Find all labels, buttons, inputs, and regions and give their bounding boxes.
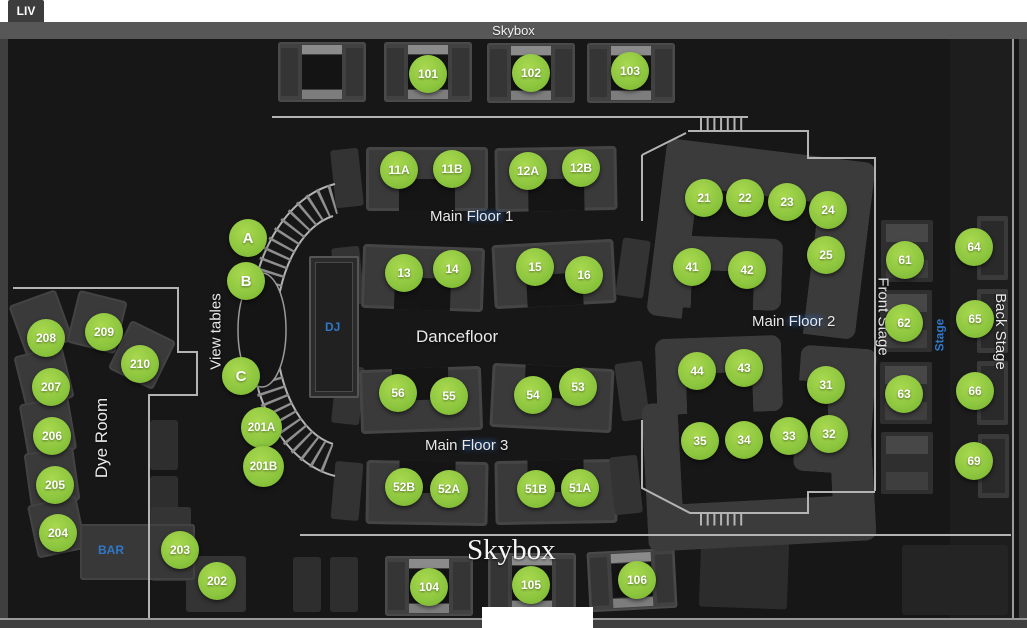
label-main-floor-3: Main Floor 3 <box>425 437 509 454</box>
label-view-tables: View tables <box>207 293 225 370</box>
table-32[interactable]: 32 <box>810 415 848 453</box>
table-55[interactable]: 55 <box>430 377 468 415</box>
table-202[interactable]: 202 <box>198 562 236 600</box>
table-69[interactable]: 69 <box>955 442 993 480</box>
table-53[interactable]: 53 <box>559 368 597 406</box>
booth-bottom-left-a <box>293 557 321 612</box>
skybox-header-bar: Skybox <box>0 22 1027 39</box>
table-31[interactable]: 31 <box>807 366 845 404</box>
table-105[interactable]: 105 <box>512 566 550 604</box>
table-64[interactable]: 64 <box>955 228 993 266</box>
table-25[interactable]: 25 <box>807 236 845 274</box>
label-skybox-bottom: Skybox <box>467 534 556 566</box>
booth-skybox-empty <box>278 42 366 102</box>
stage-table <box>881 432 933 494</box>
table-51B[interactable]: 51B <box>517 470 555 508</box>
label-stage: Stage <box>932 318 947 352</box>
table-34[interactable]: 34 <box>725 421 763 459</box>
table-41[interactable]: 41 <box>673 248 711 286</box>
label-main-floor-2: Main Floor 2 <box>752 313 836 330</box>
label-dj: DJ <box>325 320 341 334</box>
table-101[interactable]: 101 <box>409 55 447 93</box>
table-66[interactable]: 66 <box>956 372 994 410</box>
table-11B[interactable]: 11B <box>433 150 471 188</box>
table-62[interactable]: 62 <box>885 304 923 342</box>
label-dancefloor: Dancefloor <box>416 327 499 346</box>
table-103[interactable]: 103 <box>611 52 649 90</box>
table-24[interactable]: 24 <box>809 191 847 229</box>
table-12A[interactable]: 12A <box>509 152 547 190</box>
table-15[interactable]: 15 <box>516 248 554 286</box>
table-201A[interactable]: 201A <box>241 407 282 448</box>
booth-102 <box>487 43 575 103</box>
table-205[interactable]: 205 <box>36 466 74 504</box>
table-11A[interactable]: 11A <box>380 151 418 189</box>
browser-tab-bar: LIV <box>0 0 1027 22</box>
table-33[interactable]: 33 <box>770 417 808 455</box>
table-104[interactable]: 104 <box>410 568 448 606</box>
table-201B[interactable]: 201B <box>243 446 284 487</box>
table-23[interactable]: 23 <box>768 183 806 221</box>
table-210[interactable]: 210 <box>121 345 159 383</box>
table-65[interactable]: 65 <box>956 300 994 338</box>
table-22[interactable]: 22 <box>726 179 764 217</box>
table-B[interactable]: B <box>227 262 265 300</box>
label-bar: BAR <box>98 543 124 557</box>
label-dye-room: Dye Room <box>92 397 112 479</box>
table-16[interactable]: 16 <box>565 256 603 294</box>
table-208[interactable]: 208 <box>27 319 65 357</box>
table-35[interactable]: 35 <box>681 422 719 460</box>
table-44[interactable]: 44 <box>678 352 716 390</box>
dj-booth <box>309 256 359 398</box>
booth-bottom-left-b <box>330 557 358 612</box>
table-42[interactable]: 42 <box>728 251 766 289</box>
booth-bottom-far-right <box>902 545 1008 615</box>
table-14[interactable]: 14 <box>433 250 471 288</box>
table-A[interactable]: A <box>229 219 267 257</box>
table-56[interactable]: 56 <box>379 374 417 412</box>
table-52A[interactable]: 52A <box>430 470 468 508</box>
tab-liv[interactable]: LIV <box>8 0 44 22</box>
map-frame-left <box>0 39 8 628</box>
table-203[interactable]: 203 <box>161 531 199 569</box>
table-209[interactable]: 209 <box>85 313 123 351</box>
blank-tooltip <box>482 607 593 628</box>
table-63[interactable]: 63 <box>885 375 923 413</box>
map-frame-right <box>1019 39 1027 628</box>
table-21[interactable]: 21 <box>685 179 723 217</box>
table-13[interactable]: 13 <box>385 254 423 292</box>
table-43[interactable]: 43 <box>725 349 763 387</box>
table-106[interactable]: 106 <box>618 561 656 599</box>
map-right-edge <box>1012 39 1014 618</box>
table-102[interactable]: 102 <box>512 54 550 92</box>
label-main-floor-1: Main Floor 1 <box>430 208 514 225</box>
table-12B[interactable]: 12B <box>562 149 600 187</box>
label-back-stage: Back Stage <box>991 293 1009 370</box>
table-207[interactable]: 207 <box>32 368 70 406</box>
table-54[interactable]: 54 <box>514 376 552 414</box>
table-52B[interactable]: 52B <box>385 468 423 506</box>
label-skybox-top: Skybox <box>492 23 535 38</box>
seat-block <box>150 420 178 470</box>
table-51A[interactable]: 51A <box>561 469 599 507</box>
table-204[interactable]: 204 <box>39 514 77 552</box>
table-61[interactable]: 61 <box>886 241 924 279</box>
table-206[interactable]: 206 <box>33 417 71 455</box>
table-C[interactable]: C <box>222 357 260 395</box>
